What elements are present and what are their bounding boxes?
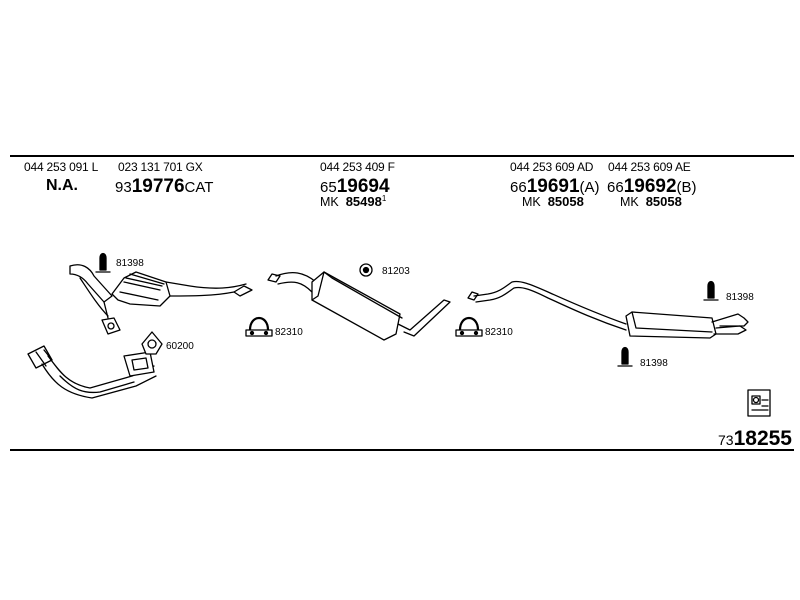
reference-number: 18255 (733, 427, 792, 450)
mounting-kit-middle: MK 854981 (320, 194, 386, 209)
catalog-prefix: 66 (607, 179, 624, 196)
mounting-kit-rear-a: MK 85058 (522, 194, 584, 209)
catalog-suffix: CAT (184, 179, 214, 196)
part-number-exhaust-pipe: 044 253 091 L (24, 160, 99, 174)
label-bracket-front: 81398 (116, 258, 144, 269)
diagram-reference-number: 7318255 (718, 427, 792, 451)
part-number-rear-silencer-a: 044 253 609 AD (510, 160, 594, 174)
catalog-number-rear-silencer-b: 6619692(B) (607, 176, 697, 198)
catalog-number-catalytic-converter: 9319776CAT (115, 176, 213, 198)
bracket-front-shape (95, 252, 111, 273)
label-bracket-rear-bottom: 81398 (640, 358, 668, 369)
top-divider (10, 155, 794, 157)
clamp-2-shape (455, 316, 483, 337)
bottom-divider (10, 449, 794, 451)
catalog-logo-icon (747, 389, 771, 417)
label-bracket-rear-top: 81398 (726, 292, 754, 303)
catalog-number: 19694 (336, 176, 390, 197)
rear-silencer-shape (467, 280, 749, 339)
catalog-number-middle-silencer: 6519694 (320, 176, 390, 198)
bracket-rear-bottom-shape (617, 346, 633, 367)
reference-prefix: 73 (718, 432, 734, 448)
label-clamp-1: 82310 (275, 327, 303, 338)
label-bracket-middle: 81203 (382, 266, 410, 277)
catalog-prefix: 65 (320, 179, 337, 196)
clamp-1-shape (245, 316, 273, 337)
bracket-middle-shape (359, 263, 373, 277)
mounting-kit-rear-b: MK 85058 (620, 194, 682, 209)
part-number-rear-silencer-b: 044 253 609 AE (608, 160, 691, 174)
not-available-label: N.A. (46, 177, 78, 194)
mk-prefix: MK (320, 195, 339, 210)
mk-number: 85498 (345, 194, 382, 210)
mk-number: 85058 (645, 194, 682, 209)
catalog-number: 19692 (623, 176, 677, 197)
label-gasket-front: 60200 (166, 341, 194, 352)
label-clamp-2: 82310 (485, 327, 513, 338)
middle-silencer-shape (267, 271, 451, 341)
gasket-front-shape (141, 331, 163, 355)
mk-prefix: MK (620, 195, 639, 209)
catalog-suffix: (B) (676, 179, 697, 196)
catalytic-converter-shape (69, 264, 253, 335)
catalog-number: 19776 (131, 176, 185, 197)
bracket-rear-top-shape (703, 280, 719, 301)
mk-number: 85058 (547, 194, 584, 209)
catalog-prefix: 66 (510, 179, 527, 196)
front-downpipe (27, 345, 157, 399)
catalog-number: 19691 (526, 176, 580, 197)
mk-prefix: MK (522, 195, 541, 209)
catalog-prefix: 93 (115, 179, 132, 196)
mk-footnote: 1 (381, 194, 387, 203)
catalog-number-rear-silencer-a: 6619691(A) (510, 176, 600, 198)
part-number-middle-silencer: 044 253 409 F (320, 160, 395, 174)
part-number-catalytic-converter: 023 131 701 GX (118, 160, 203, 174)
catalog-suffix: (A) (579, 179, 600, 196)
